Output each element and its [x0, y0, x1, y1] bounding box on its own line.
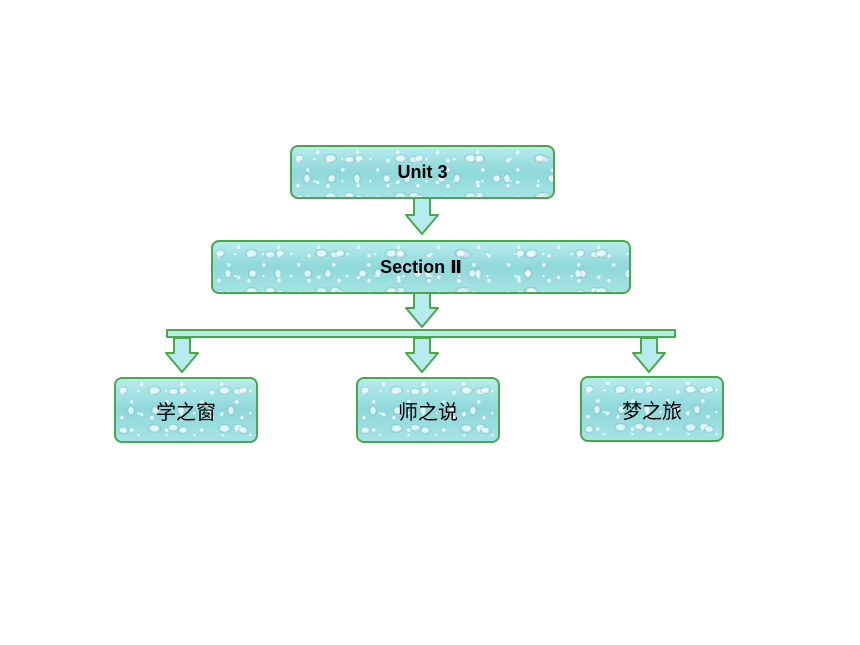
- down-arrow-icon: [165, 337, 199, 373]
- section-label: Section Ⅱ: [380, 256, 462, 277]
- unit-label: Unit 3: [397, 161, 448, 182]
- down-arrow-icon: [405, 337, 439, 373]
- section-node: Section Ⅱ: [211, 240, 631, 294]
- child-label: 学之窗: [156, 399, 216, 424]
- child-node-dream: 梦之旅: [580, 376, 724, 442]
- down-arrow-icon: [405, 292, 439, 328]
- child-node-teacher: 师之说: [356, 377, 500, 443]
- child-label: 师之说: [398, 399, 458, 424]
- down-arrow-icon: [405, 197, 439, 235]
- down-arrow-icon: [632, 337, 666, 373]
- unit-node: Unit 3: [290, 145, 555, 199]
- child-node-learn: 学之窗: [114, 377, 258, 443]
- child-label: 梦之旅: [622, 398, 682, 423]
